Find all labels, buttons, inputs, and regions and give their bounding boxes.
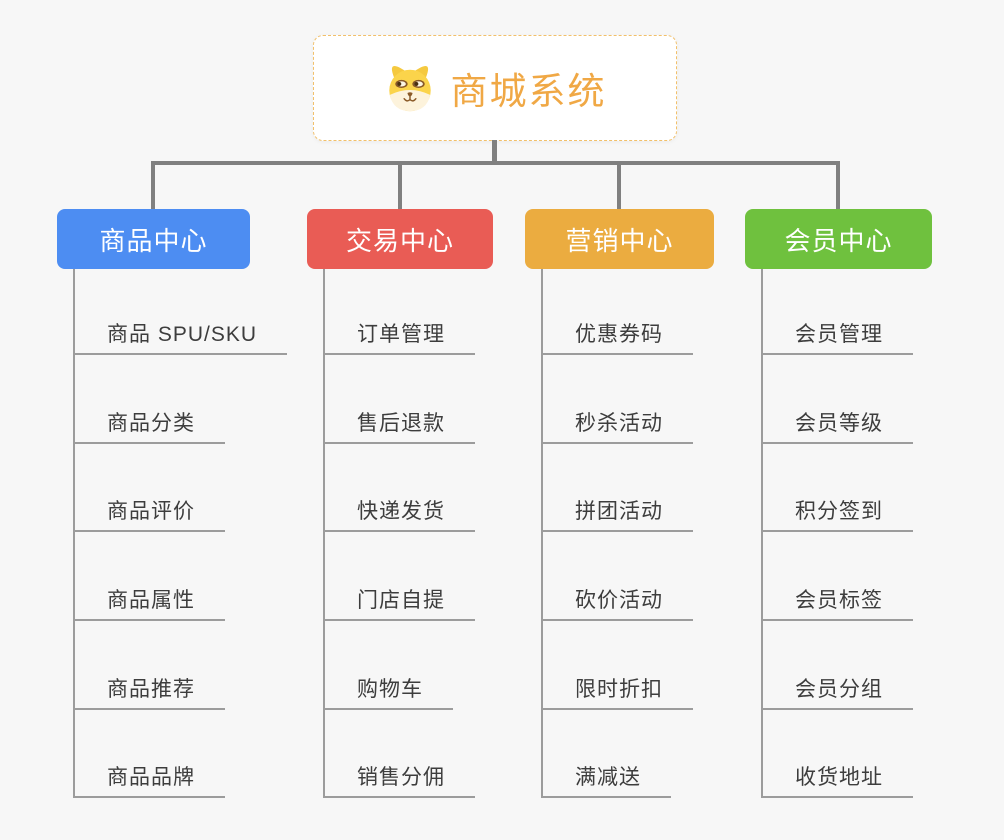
branch-node-trade-center[interactable]: 交易中心 — [307, 209, 493, 269]
child-node[interactable]: 商品评价 — [73, 499, 225, 532]
branch-label: 商品中心 — [99, 225, 208, 256]
connector-drop-product — [151, 163, 155, 209]
branch-trunk-line-member — [761, 269, 763, 798]
child-node[interactable]: 会员分组 — [761, 677, 913, 710]
child-node[interactable]: 限时折扣 — [541, 677, 693, 710]
child-node[interactable]: 商品分类 — [73, 411, 225, 444]
connector-root-stem — [492, 140, 497, 163]
child-node[interactable]: 订单管理 — [323, 322, 475, 355]
child-node[interactable]: 商品 SPU/SKU — [73, 322, 288, 355]
child-node[interactable]: 销售分佣 — [323, 765, 475, 798]
child-node[interactable]: 购物车 — [323, 677, 453, 710]
child-node[interactable]: 售后退款 — [323, 411, 475, 444]
child-node[interactable]: 会员标签 — [761, 588, 913, 621]
child-node[interactable]: 收货地址 — [761, 765, 913, 798]
connector-horizontal-bar — [151, 161, 840, 165]
branch-trunk-line-trade — [323, 269, 325, 798]
branch-label: 交易中心 — [345, 225, 454, 256]
child-node[interactable]: 拼团活动 — [541, 499, 693, 532]
child-node[interactable]: 优惠券码 — [541, 322, 693, 355]
branch-label: 营销中心 — [565, 225, 674, 256]
child-node[interactable]: 快递发货 — [323, 499, 475, 532]
branch-label: 会员中心 — [784, 225, 893, 256]
root-node[interactable]: 商城系统 — [313, 35, 677, 141]
connector-drop-member — [836, 163, 840, 209]
branch-trunk-line-marketing — [541, 269, 543, 798]
child-node[interactable]: 商品品牌 — [73, 765, 225, 798]
branch-node-member-center[interactable]: 会员中心 — [745, 209, 932, 269]
child-node[interactable]: 满减送 — [541, 765, 671, 798]
root-title: 商城系统 — [450, 71, 607, 112]
branch-node-marketing-center[interactable]: 营销中心 — [525, 209, 714, 269]
child-node[interactable]: 会员管理 — [761, 322, 913, 355]
child-node[interactable]: 商品推荐 — [73, 677, 225, 710]
branch-trunk-line-product — [73, 269, 75, 798]
connector-drop-trade — [398, 163, 402, 209]
branch-node-product-center[interactable]: 商品中心 — [57, 209, 250, 269]
child-node[interactable]: 砍价活动 — [541, 588, 693, 621]
child-node[interactable]: 会员等级 — [761, 411, 913, 444]
dog-icon — [388, 66, 431, 112]
child-node[interactable]: 商品属性 — [73, 588, 225, 621]
child-node[interactable]: 积分签到 — [761, 499, 913, 532]
child-node[interactable]: 门店自提 — [323, 588, 475, 621]
connector-drop-marketing — [617, 163, 621, 209]
child-node[interactable]: 秒杀活动 — [541, 411, 693, 444]
